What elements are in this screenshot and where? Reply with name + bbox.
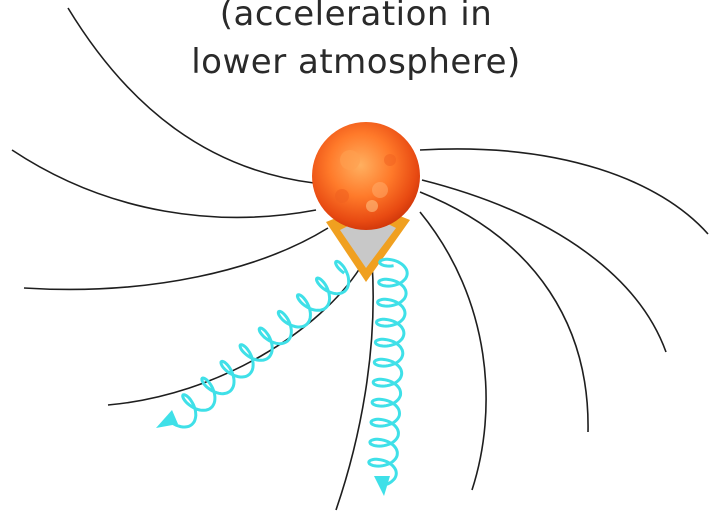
field-line (419, 148, 709, 235)
arrowhead-left-icon (156, 410, 178, 428)
field-line (67, 7, 315, 184)
field-line (419, 191, 589, 433)
particle-path (367, 257, 409, 488)
field-line (23, 227, 329, 291)
field-lines (11, 7, 709, 511)
field-line (335, 261, 374, 511)
field-line (419, 211, 487, 491)
sun-sphere-icon (312, 122, 420, 230)
particle-spiral-left-icon (171, 259, 351, 429)
field-line (11, 149, 317, 219)
particle-spiral-right-icon (367, 257, 409, 488)
caption-line-1: (acceleration in (219, 0, 493, 34)
particle-path (171, 259, 351, 429)
field-line (421, 179, 667, 353)
caption-line-2: lower atmosphere) (191, 42, 521, 82)
cone-region-icon (326, 212, 410, 282)
arrowhead-right-icon (374, 476, 390, 496)
